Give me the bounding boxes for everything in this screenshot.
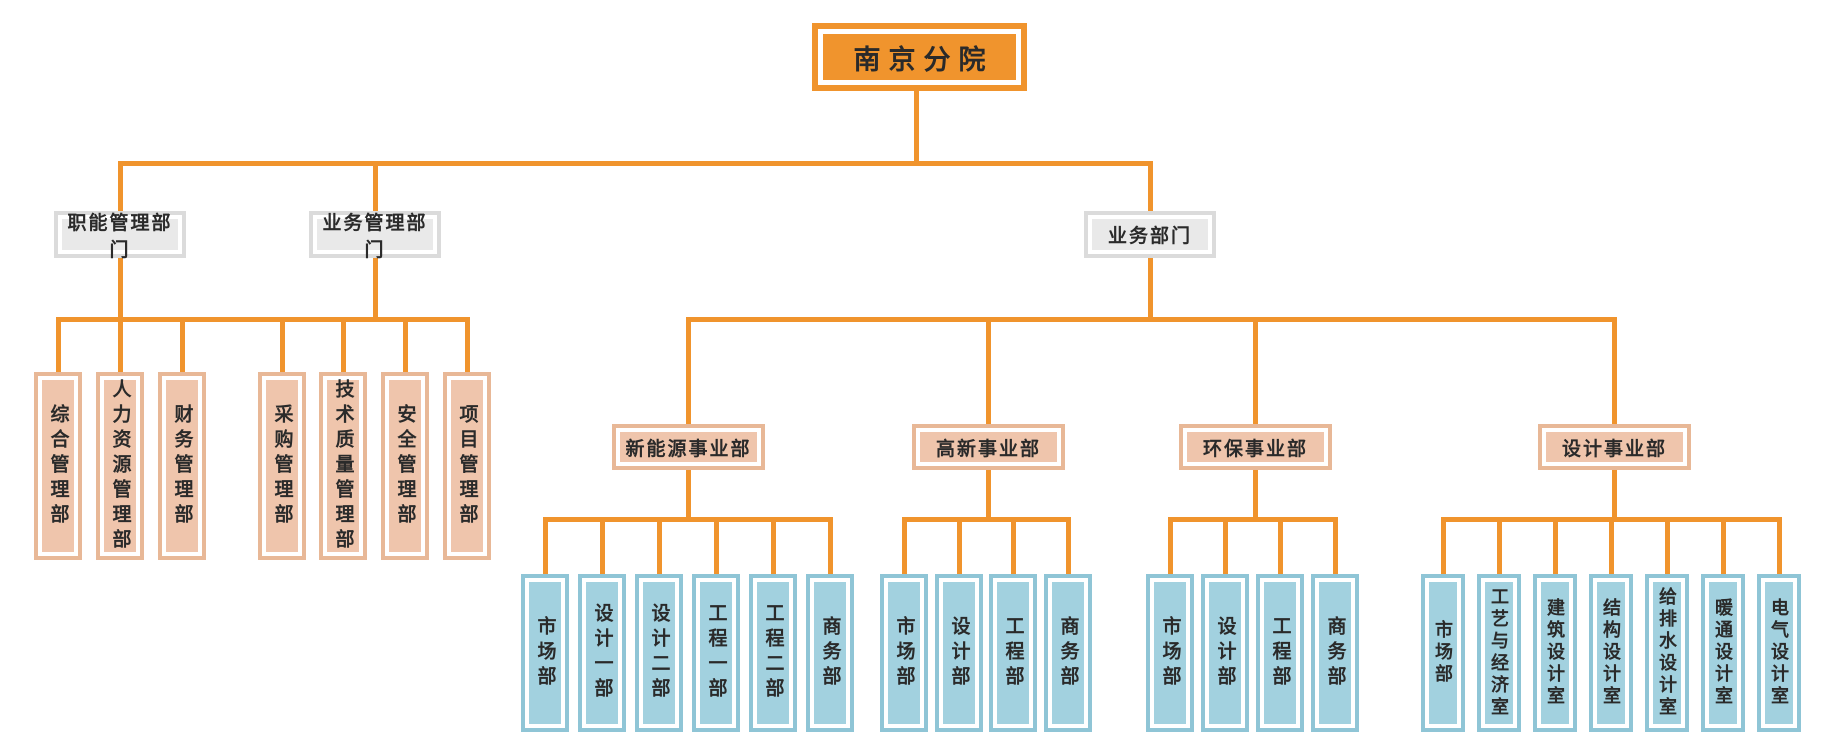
connector	[1612, 320, 1617, 426]
node-env-protection-division: 环保事业部	[1179, 424, 1332, 470]
connector	[118, 163, 123, 213]
connector	[403, 320, 408, 374]
node-design-division: 设计事业部	[1538, 424, 1691, 470]
node-ne-commerce-dept: 商务部	[806, 574, 854, 732]
connector	[686, 320, 691, 426]
node-dd-water-supply-drainage-design-studio: 给排水设计室	[1645, 574, 1689, 732]
node-dd-structure-design-studio: 结构设计室	[1589, 574, 1633, 732]
node-dd-architecture-design-studio: 建筑设计室	[1533, 574, 1577, 732]
connector	[1333, 520, 1338, 576]
connector	[1609, 520, 1614, 576]
connector	[373, 163, 378, 213]
node-functional-management-depts: 职能管理部门	[54, 211, 186, 261]
node-hr-management-dept: 人力资源管理部	[96, 372, 144, 560]
connector	[280, 320, 285, 374]
connector	[714, 520, 719, 576]
node-ep-engineering-dept: 工程部	[1256, 574, 1304, 732]
node-safety-management-dept: 安全管理部	[381, 372, 429, 560]
connector	[118, 320, 123, 374]
connector	[1253, 320, 1258, 426]
connector	[373, 256, 378, 320]
connector	[1665, 520, 1670, 576]
node-business-depts: 业务部门	[1084, 211, 1216, 258]
connector	[600, 520, 605, 576]
connector	[1168, 520, 1173, 576]
connector	[771, 520, 776, 576]
connector	[1777, 520, 1782, 576]
node-ep-design-dept: 设计部	[1201, 574, 1249, 732]
node-ne-marketing-dept: 市场部	[521, 574, 569, 732]
node-ne-design-dept-1: 设计一部	[578, 574, 626, 732]
node-hitech-division: 高新事业部	[912, 424, 1065, 470]
node-finance-management-dept: 财务管理部	[158, 372, 206, 560]
node-ne-design-dept-2: 设计二部	[635, 574, 683, 732]
connector	[1011, 520, 1016, 576]
connector	[1253, 468, 1258, 522]
connector	[1497, 520, 1502, 576]
connector	[828, 520, 833, 576]
connector	[914, 91, 919, 163]
connector	[180, 320, 185, 374]
connector	[118, 256, 123, 320]
connector	[1441, 520, 1446, 576]
node-ht-commerce-dept: 商务部	[1044, 574, 1092, 732]
node-ht-engineering-dept: 工程部	[989, 574, 1037, 732]
connector	[657, 520, 662, 576]
connector	[1223, 520, 1228, 576]
node-tech-quality-management-dept: 技术质量管理部	[319, 372, 367, 560]
connector	[1612, 468, 1617, 522]
node-ht-design-dept: 设计部	[935, 574, 983, 732]
node-ep-marketing-dept: 市场部	[1146, 574, 1194, 732]
connector	[56, 317, 470, 322]
connector	[902, 517, 1071, 522]
connector	[1168, 517, 1338, 522]
node-dd-electrical-design-studio: 电气设计室	[1757, 574, 1801, 732]
node-ne-engineering-dept-2: 工程二部	[749, 574, 797, 732]
node-business-management-depts: 业务管理部门	[309, 211, 441, 261]
connector	[1278, 520, 1283, 576]
connector	[465, 320, 470, 374]
connector	[1441, 517, 1782, 522]
node-procurement-management-dept: 采购管理部	[258, 372, 306, 560]
node-dd-hvac-design-studio: 暖通设计室	[1701, 574, 1745, 732]
connector	[1721, 520, 1726, 576]
connector	[686, 468, 691, 522]
node-nanjing-branch: 南京分院	[812, 23, 1027, 91]
node-project-management-dept: 项目管理部	[443, 372, 491, 560]
node-new-energy-division: 新能源事业部	[612, 424, 765, 470]
node-dd-process-economy-studio: 工艺与经济室	[1477, 574, 1521, 732]
connector	[543, 520, 548, 576]
connector	[957, 520, 962, 576]
connector	[56, 320, 61, 374]
connector	[341, 320, 346, 374]
connector	[1148, 163, 1153, 213]
node-general-management-dept: 综合管理部	[34, 372, 82, 560]
connector	[986, 320, 991, 426]
node-ne-engineering-dept-1: 工程一部	[692, 574, 740, 732]
connector	[1553, 520, 1558, 576]
connector	[686, 317, 1617, 322]
node-ht-marketing-dept: 市场部	[880, 574, 928, 732]
node-dd-marketing-dept: 市场部	[1421, 574, 1465, 732]
connector	[902, 520, 907, 576]
connector	[543, 517, 833, 522]
connector	[1148, 256, 1153, 320]
node-ep-commerce-dept: 商务部	[1311, 574, 1359, 732]
connector	[118, 161, 1153, 166]
connector	[1066, 520, 1071, 576]
connector	[986, 468, 991, 522]
